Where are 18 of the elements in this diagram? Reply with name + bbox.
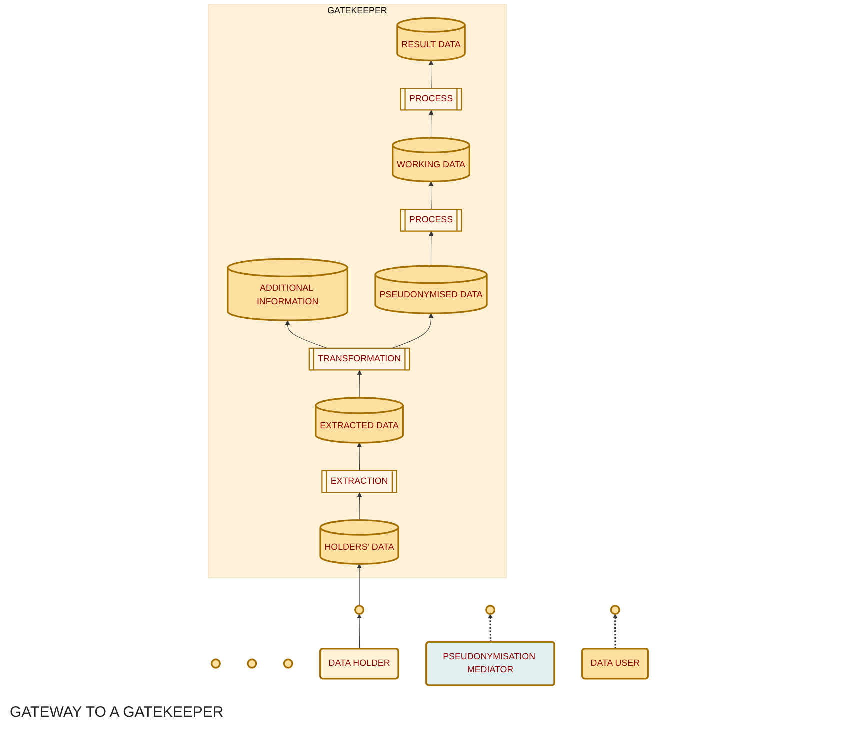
arrow [488, 614, 493, 642]
node-circle [485, 605, 496, 616]
arrow [356, 614, 362, 650]
arrow [612, 614, 618, 650]
gateway-label: GATEWAY TO A GATEKEEPER [10, 704, 224, 721]
node-circle [246, 658, 257, 669]
node-circle [282, 658, 293, 669]
arrow [428, 60, 434, 90]
arrow [428, 231, 434, 266]
arrow [356, 370, 362, 398]
node-circle [354, 605, 364, 616]
arrow [356, 564, 362, 606]
arrow [356, 442, 362, 472]
arrow [428, 181, 434, 210]
arrow [428, 110, 434, 138]
node-circle [610, 605, 620, 616]
node-circle [210, 658, 221, 669]
arrow [356, 492, 362, 521]
